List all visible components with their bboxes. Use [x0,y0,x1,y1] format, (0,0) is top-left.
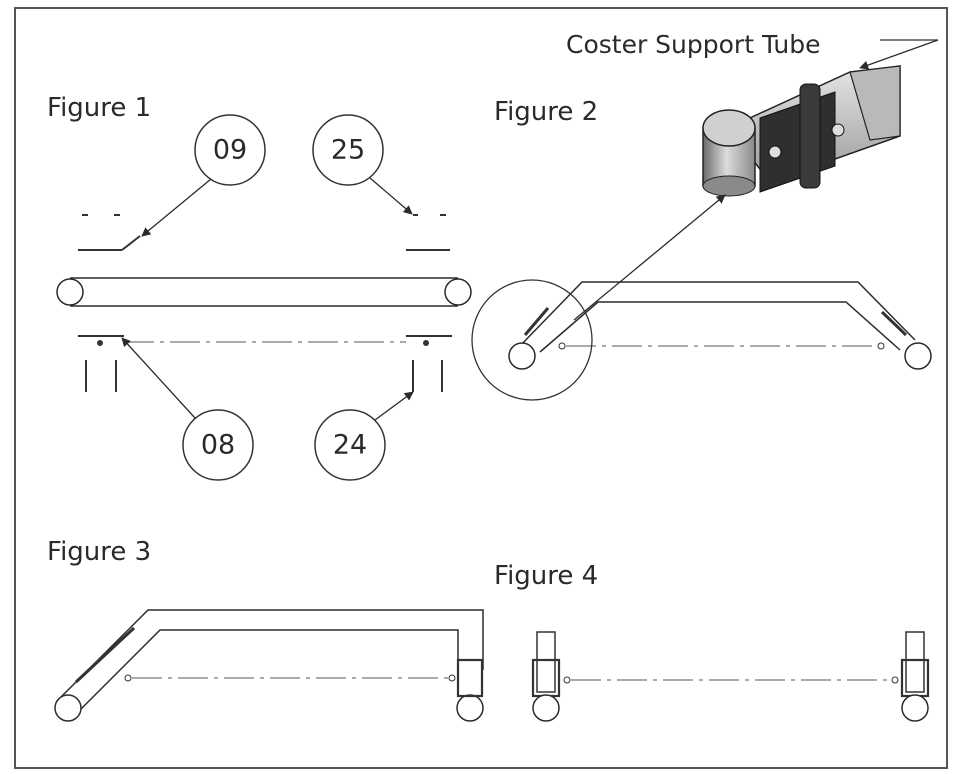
support-tube-label: Coster Support Tube [566,30,821,59]
figure-2-title: Figure 2 [494,97,598,127]
callout-09-label: 09 [213,135,247,166]
figure-2: Figure 2 Coster Support Tube [471,30,939,401]
caster-frame-fig2 [508,281,932,370]
figure-3-title: Figure 3 [47,537,151,567]
callout-09: 09 [141,114,266,237]
figure-1-title: Figure 1 [47,93,151,123]
lower-brackets [78,335,452,392]
callout-24: 24 [314,391,414,481]
figure-3: Figure 3 [47,537,484,722]
caster-frame-fig3 [54,609,484,722]
outer-frame [14,7,948,769]
support-tube-detail [702,65,901,197]
callout-24-label: 24 [333,430,367,461]
top-washers [78,214,450,251]
figure-4-title: Figure 4 [494,561,598,591]
callout-08: 08 [121,337,254,481]
figure-1: Figure 1 09 25 [47,93,472,481]
callout-08-label: 08 [201,430,235,461]
caster-frame-fig4 [531,631,930,722]
callout-25-label: 25 [331,135,365,166]
figure-4: Figure 4 [494,561,930,722]
callout-25: 25 [312,114,413,215]
horizontal-tube [56,277,472,307]
magnifier-circle [471,279,593,401]
